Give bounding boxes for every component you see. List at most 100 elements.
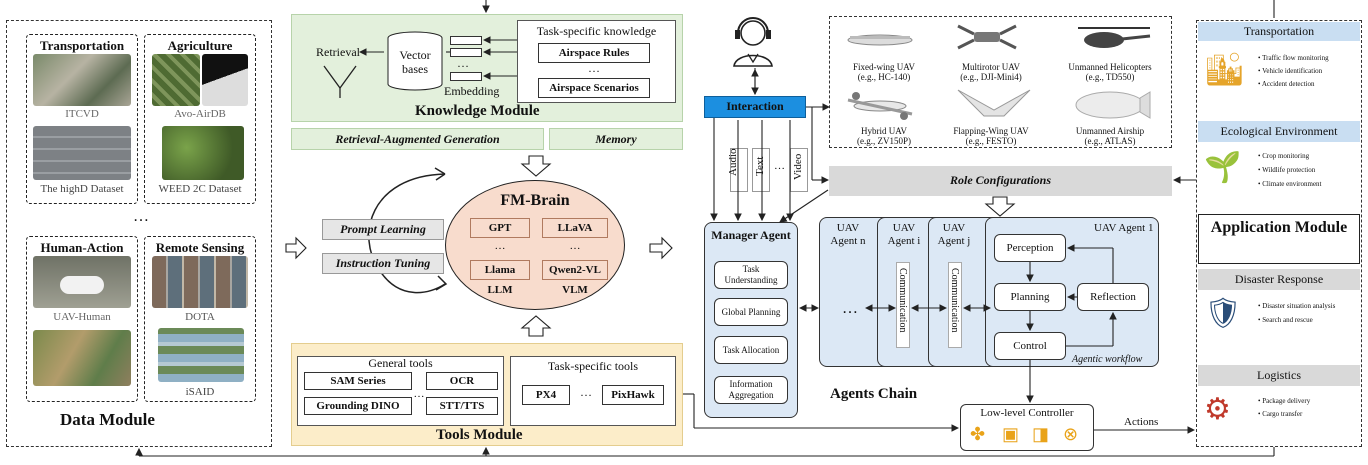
rag-label: Retrieval-Augmented Generation xyxy=(335,132,500,146)
dataset-image-avo-airdb xyxy=(152,54,200,106)
task-tools-dots: … xyxy=(580,385,592,399)
dataset-group-title: Transportation xyxy=(39,38,125,53)
low-level-controller-label: Low-level Controller xyxy=(980,407,1074,419)
tool-sam: SAM Series xyxy=(304,372,412,390)
manager-global-planning: Global Planning xyxy=(714,298,788,326)
hybrid-uav-icon xyxy=(847,92,913,120)
control-node: Control xyxy=(994,332,1066,360)
flapping-wing-uav-icon xyxy=(957,89,1031,117)
dataset-label: Avo-AirDB xyxy=(174,108,226,120)
camera-icon: ▣ xyxy=(1002,424,1020,444)
fm-brain-title: FM-Brain xyxy=(500,192,570,209)
tools-dots: … xyxy=(413,388,425,400)
tool-ocr: OCR xyxy=(426,372,498,390)
dataset-image-highd xyxy=(33,126,131,180)
embedding-slot xyxy=(450,36,482,45)
llm-dots: … xyxy=(494,240,506,252)
app-bullet: • Traffic flow monitoring xyxy=(1258,54,1329,62)
agentic-workflow-label: Agentic workflow xyxy=(1072,354,1143,365)
dataset-group-agriculture xyxy=(144,34,256,204)
embedding-slot xyxy=(450,72,482,81)
database-icon xyxy=(387,31,443,91)
vector-bases-label: Vector bases xyxy=(399,48,431,76)
app-bullet: • Search and rescue xyxy=(1258,316,1313,324)
application-module-panel xyxy=(1196,20,1362,447)
app-bullet: • Crop monitoring xyxy=(1258,152,1310,160)
text-label: Text xyxy=(754,156,766,176)
airspace-rules-box: Airspace Rules xyxy=(538,43,650,63)
embedding-slot xyxy=(450,48,482,57)
dataset-group-title: Remote Sensing xyxy=(155,240,245,255)
application-module-title: Application Module xyxy=(1210,219,1348,236)
knowledge-module-title: Knowledge Module xyxy=(415,103,540,119)
multirotor-uav-icon xyxy=(957,24,1017,50)
app-section-header xyxy=(1198,121,1360,142)
dataset-label: ITCVD xyxy=(65,108,99,120)
app-section-title: Logistics xyxy=(1257,368,1301,382)
uav-type-example: (e.g., TD550) xyxy=(1085,72,1135,82)
manager-agent-title: Manager Agent xyxy=(711,228,791,242)
app-section-title: Ecological Environment xyxy=(1220,124,1338,138)
dataset-image-isaid xyxy=(158,328,244,382)
text-channel xyxy=(752,148,770,192)
tool-pixhawk: PixHawk xyxy=(602,385,664,405)
low-level-controller-box xyxy=(960,404,1094,451)
general-tools-label: General tools xyxy=(368,356,433,370)
dataset-label: MOD20 xyxy=(63,384,101,396)
uav-agent-j-label: UAV Agent j xyxy=(937,222,971,247)
communication-bar-j xyxy=(948,262,962,348)
unmanned-airship-icon xyxy=(1075,91,1151,119)
vlm-label: VLM xyxy=(562,284,588,296)
uav-type-example: (e.g., FESTO) xyxy=(965,136,1017,146)
role-configurations-label: Role Configurations xyxy=(949,173,1052,187)
fixed-wing-uav-icon xyxy=(847,34,913,46)
dataset-label: DOTA xyxy=(185,311,215,323)
dataset-image-avo-mask xyxy=(202,54,248,106)
airspace-scenarios-box: Airspace Scenarios xyxy=(538,78,650,98)
tool-px4: PX4 xyxy=(522,385,570,405)
dataset-image-itcvd xyxy=(33,54,131,106)
uav-type-example: (e.g., HC-140) xyxy=(857,72,911,82)
communication-label: Communication xyxy=(949,268,960,333)
actions-label: Actions xyxy=(1124,416,1159,428)
uav-type-name: Flapping-Wing UAV xyxy=(953,126,1029,136)
memory-label: Memory xyxy=(595,132,637,146)
dataset-image-weed xyxy=(162,126,244,180)
dataset-label: UAV-Human xyxy=(53,311,111,323)
app-bullet: • Vehicle identification xyxy=(1258,67,1323,75)
uav-type-example: (e.g., DJI-Mini4) xyxy=(960,72,1022,82)
rag-box xyxy=(291,128,544,150)
interaction-label: Interaction xyxy=(726,99,784,113)
model-llava: LLaVA xyxy=(542,218,608,238)
channel-dots: … xyxy=(774,160,785,172)
dataset-group-transportation xyxy=(26,34,138,204)
instruction-tuning-label: Instruction Tuning xyxy=(335,256,431,270)
dataset-image-dota xyxy=(152,256,248,308)
manager-task-understanding: Task Understanding xyxy=(714,261,788,289)
fm-brain-ellipse xyxy=(445,180,625,310)
dataset-label: The highD Dataset xyxy=(40,183,124,195)
manager-information-aggregation: Information Aggregation xyxy=(714,376,788,404)
app-section-header xyxy=(1198,22,1360,41)
tool-grounding-dino: Grounding DINO xyxy=(304,397,412,415)
dataset-group-remote-sensing xyxy=(144,236,256,402)
audio-channel xyxy=(730,148,748,192)
dataset-ellipsis: … xyxy=(133,208,149,225)
audio-label: Audio xyxy=(727,148,739,177)
reflection-node: Reflection xyxy=(1077,283,1149,311)
gripper-icon: ⊗ xyxy=(1063,424,1079,444)
uav-type-name: Multirotor UAV xyxy=(961,62,1021,72)
app-bullet: • Climate environment xyxy=(1258,180,1322,188)
data-module-panel xyxy=(6,20,272,447)
task-specific-tools-label: Task-specific tools xyxy=(547,359,639,373)
tool-stt-tts: STT/TTS xyxy=(426,397,498,415)
agents-ellipsis: … xyxy=(842,300,858,317)
task-specific-knowledge-label: Task-specific knowledge xyxy=(536,24,657,38)
app-bullet: • Accident detection xyxy=(1258,80,1315,88)
uav-agent-n-label: UAV Agent n xyxy=(830,222,866,247)
video-label: Video xyxy=(792,153,804,180)
uav-type-name: Unmanned Helicopters xyxy=(1068,62,1152,72)
uav-type-name: Hybrid UAV xyxy=(860,126,908,136)
retrieval-label: Retrieval xyxy=(316,45,360,59)
car-shape xyxy=(60,276,104,294)
